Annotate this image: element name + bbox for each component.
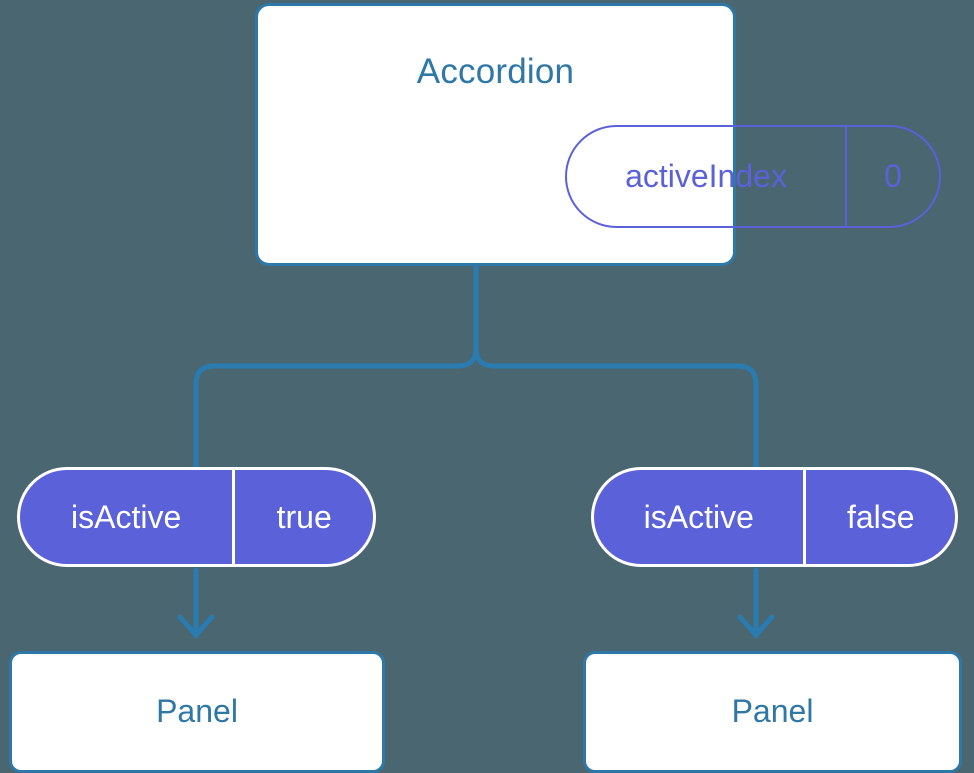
state-badge-key: activeIndex <box>625 158 787 194</box>
prop-badge-value-right: false <box>803 470 955 564</box>
panel-label-left: Panel <box>156 693 238 729</box>
state-badge-active-index[interactable]: activeIndex 0 <box>565 125 941 228</box>
prop-badge-key-right: isActive <box>643 498 754 535</box>
tree-branch-connector-right <box>473 345 759 469</box>
panel-component-node-left[interactable]: Panel <box>9 651 385 773</box>
prop-badge-key-left: isActive <box>71 498 182 535</box>
arrow-head-right-icon <box>737 614 775 638</box>
prop-badge-is-active-left[interactable]: isActive true <box>17 467 376 567</box>
arrow-head-left-icon <box>177 614 215 638</box>
prop-badge-value-left: true <box>232 470 373 564</box>
accordion-component-node[interactable]: Accordion activeIndex 0 <box>255 3 941 266</box>
panel-label-right: Panel <box>731 693 814 729</box>
panel-component-node-right[interactable]: Panel <box>583 651 962 773</box>
tree-branch-connector <box>193 263 479 469</box>
state-badge-value: 0 <box>845 127 939 226</box>
prop-badge-is-active-right[interactable]: isActive false <box>591 467 958 567</box>
accordion-title: Accordion <box>416 52 575 91</box>
